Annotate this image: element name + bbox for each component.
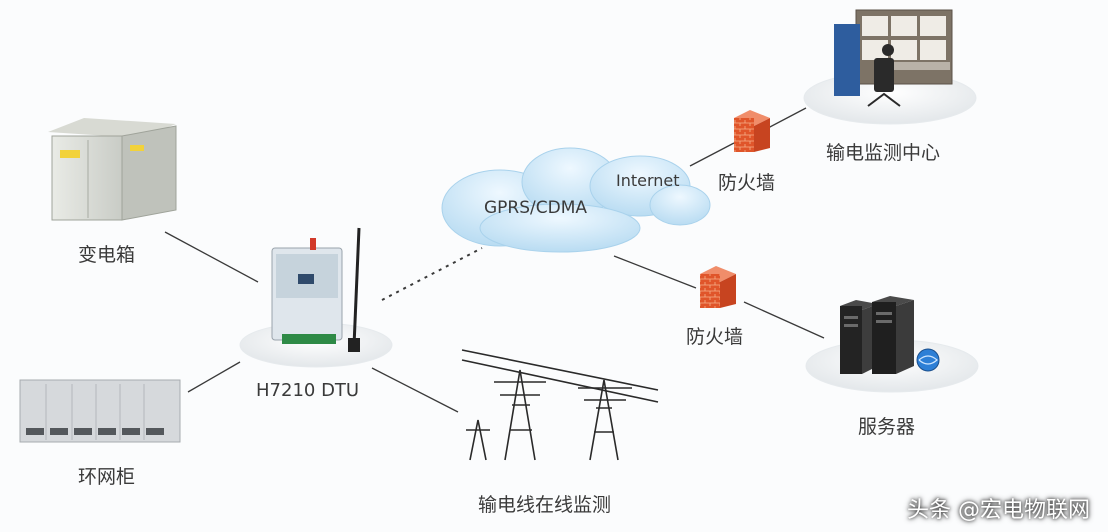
monitor-center-label: 输电监测中心	[826, 142, 941, 164]
monitor-center-icon	[834, 9, 953, 107]
line-cloud-to-firewall-bottom	[613, 255, 697, 289]
line-dtu-to-cloud	[381, 247, 483, 301]
transformer-box-label: 变电箱	[78, 244, 136, 266]
firewall-top-icon	[734, 110, 770, 152]
line-box-to-dtu	[164, 231, 259, 283]
line-cloud-to-firewall-top	[689, 142, 735, 167]
internet-label: Internet	[616, 171, 680, 190]
ring-cabinet-icon	[19, 379, 181, 443]
connector-lines	[164, 107, 825, 413]
power-line-label: 输电线在线监测	[478, 494, 612, 516]
watermark: 头条 @宏电物联网	[907, 498, 1090, 523]
ring-cabinet-label: 环网柜	[78, 466, 136, 488]
power-tower-icon	[461, 349, 659, 461]
transformer-box-icon	[48, 118, 177, 221]
cloud-label: GPRS/CDMA	[484, 198, 588, 218]
dtu-label: H7210 DTU	[256, 380, 360, 401]
firewall-bottom-icon	[700, 266, 736, 308]
firewall-bottom-label: 防火墙	[686, 326, 744, 348]
line-firewall-top-to-center	[767, 107, 807, 129]
dtu-device-icon	[271, 227, 361, 352]
server-label: 服务器	[858, 416, 916, 438]
cloud-icon	[441, 147, 711, 253]
line-dtu-to-powerline	[371, 367, 459, 413]
line-firewall-bottom-to-server	[743, 301, 825, 339]
firewall-top-label: 防火墙	[718, 172, 776, 194]
server-icon	[840, 296, 940, 374]
line-cabinet-to-dtu	[187, 361, 241, 393]
